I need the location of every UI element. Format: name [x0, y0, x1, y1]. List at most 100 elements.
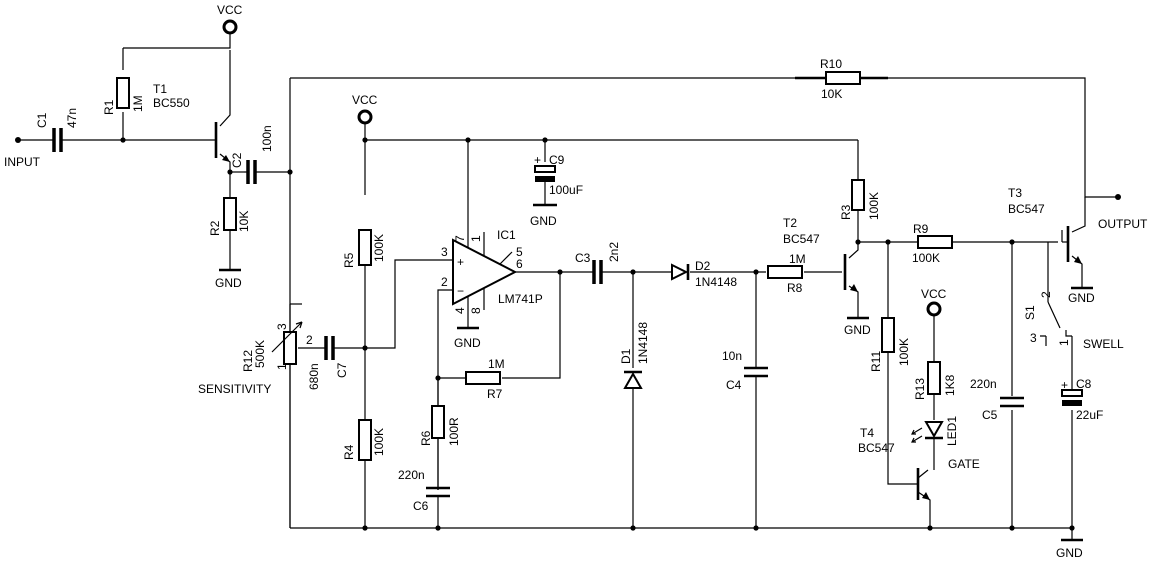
c9-plus: + — [534, 153, 541, 167]
r11-value: 100K — [897, 338, 911, 366]
junction — [362, 345, 368, 351]
transistors — [214, 122, 1082, 500]
resistor-r13 — [927, 361, 941, 395]
ic1-ref: IC1 — [497, 228, 516, 242]
t1-ref: T1 — [153, 82, 167, 96]
t2-emitter-arrow — [850, 284, 858, 292]
vcc-label: VCC — [921, 287, 947, 301]
ic-minus: − — [457, 284, 464, 298]
junction — [362, 525, 368, 531]
r12-value: 500K — [253, 340, 267, 368]
c8-value: 22uF — [1076, 408, 1103, 422]
r5-ref: R5 — [342, 252, 356, 268]
swell-label: SWELL — [1083, 337, 1124, 351]
r1-value: 1M — [131, 95, 145, 112]
led-led1 — [924, 421, 944, 439]
capacitor-c1 — [52, 128, 63, 152]
s1-pin-1: 1 — [1057, 339, 1071, 346]
capacitor-c5 — [1000, 396, 1024, 408]
c1-value: 47n — [65, 108, 79, 128]
sensitivity-label: SENSITIVITY — [198, 382, 271, 396]
opamp-ic1 — [450, 232, 518, 310]
potentiometer-r12[interactable] — [283, 331, 297, 365]
ic-pin-3: 3 — [441, 245, 448, 259]
t3-ref: T3 — [1008, 186, 1022, 200]
d2-ref: D2 — [695, 259, 711, 273]
c2-value: 100n — [260, 125, 274, 152]
junction — [885, 239, 891, 245]
pot-wiper-arrow — [271, 321, 303, 353]
resistor-r3 — [851, 179, 865, 211]
switch-contact — [1040, 335, 1047, 346]
t1-emitter-arrow — [222, 155, 230, 162]
c3-value: 2n2 — [607, 242, 621, 262]
r12-ref: R12 — [241, 350, 255, 372]
ic-pin-2: 2 — [441, 275, 448, 289]
s1-pin-2: 2 — [1039, 291, 1053, 298]
gnd-label: GND — [844, 323, 871, 337]
c7-ref: C7 — [335, 362, 349, 378]
gnd-label: GND — [215, 276, 242, 290]
diode-d1 — [623, 371, 643, 389]
c9-value: 100uF — [549, 183, 583, 197]
wires — [18, 34, 1118, 529]
junction — [120, 137, 126, 143]
resistor-r5 — [358, 229, 372, 266]
led-emission-arrows — [911, 427, 923, 443]
input-terminal — [15, 137, 21, 143]
junction — [753, 269, 759, 275]
r4-value: 100K — [372, 428, 386, 456]
r11-ref: R11 — [869, 351, 883, 372]
capacitors — [50, 128, 1083, 500]
gate-label: GATE — [948, 457, 980, 471]
junction — [1009, 525, 1015, 531]
output-label: OUTPUT — [1098, 217, 1148, 231]
r5-value: 100K — [372, 234, 386, 262]
capacitor-c8 — [1061, 389, 1083, 397]
vcc-label: VCC — [217, 3, 243, 17]
switch-contact — [1065, 330, 1072, 337]
t1-value: BC550 — [153, 96, 190, 110]
capacitor-c4 — [744, 366, 768, 378]
resistor-r2 — [223, 197, 237, 231]
resistor-r6 — [431, 405, 445, 439]
resistor-r11 — [881, 317, 895, 353]
t4-ref: T4 — [860, 426, 874, 440]
c4-value: 10n — [722, 349, 742, 363]
junction — [362, 137, 368, 143]
junctions — [120, 137, 1075, 531]
t2-value: BC547 — [783, 232, 820, 246]
c9-ref: C9 — [549, 153, 565, 167]
vcc-terminal — [222, 19, 238, 35]
resistor-r1 — [116, 77, 130, 109]
switch-s1[interactable] — [1040, 330, 1072, 346]
junction — [630, 525, 636, 531]
ic-pin-8: 8 — [469, 307, 483, 314]
r1-ref: R1 — [102, 99, 116, 115]
c5-value: 220n — [970, 377, 997, 391]
junction — [855, 239, 861, 245]
capacitor-c6 — [426, 486, 450, 498]
junction — [1009, 239, 1015, 245]
resistor-r8 — [767, 265, 803, 279]
r6-ref: R6 — [419, 430, 433, 446]
input-label: INPUT — [4, 155, 41, 169]
r12-pin-1: 1 — [275, 363, 289, 370]
resistor-r10 — [825, 71, 861, 85]
r9-ref: R9 — [913, 222, 929, 236]
r12-pin-2: 2 — [306, 333, 313, 347]
d1-value: 1N4148 — [636, 322, 650, 364]
t3-value: BC547 — [1008, 202, 1045, 216]
r8-ref: R8 — [787, 281, 803, 295]
gnd-label: GND — [454, 336, 481, 350]
terminals — [15, 19, 1121, 317]
ic-pin-7: 7 — [453, 235, 467, 242]
c6-ref: C6 — [413, 499, 429, 513]
gnd-label: GND — [1068, 291, 1095, 305]
r2-ref: R2 — [208, 220, 222, 236]
vcc-terminal — [926, 301, 942, 317]
d2-value: 1N4148 — [695, 275, 737, 289]
junction — [227, 169, 233, 175]
r13-value: 1K8 — [943, 374, 957, 396]
